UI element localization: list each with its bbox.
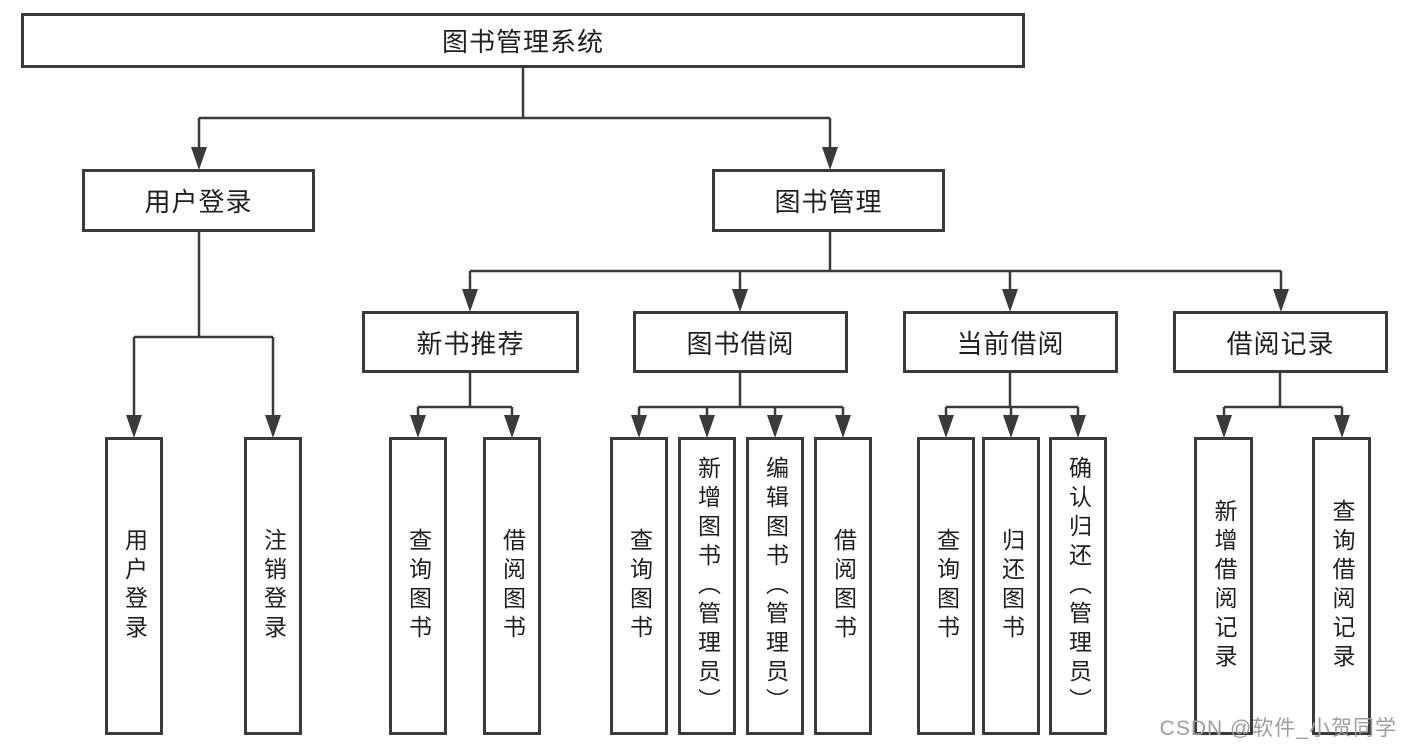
arrowheads xyxy=(126,147,1350,438)
leaf-return-books: 归还图书 xyxy=(982,437,1040,735)
leaf-label: 注销登录 xyxy=(260,528,287,644)
leaf-label: 用户登录 xyxy=(121,528,148,644)
leaf-label: 编辑图书（管理员） xyxy=(762,455,789,717)
leaf-confirm-return-admin: 确认归还（管理员） xyxy=(1049,437,1107,735)
node-book-borrowing: 图书借阅 xyxy=(633,311,848,373)
leaf-add-borrow-record: 新增借阅记录 xyxy=(1194,437,1253,735)
leaf-logout-login: 注销登录 xyxy=(244,437,302,735)
node-user-login: 用户登录 xyxy=(82,169,315,232)
leaf-label: 新增图书（管理员） xyxy=(694,455,721,717)
leaf-edit-books-admin: 编辑图书（管理员） xyxy=(746,437,804,735)
leaf-label: 查询图书 xyxy=(933,528,960,644)
leaf-label: 借阅图书 xyxy=(830,528,857,644)
node-current-borrowing: 当前借阅 xyxy=(903,311,1118,373)
leaf-label: 借阅图书 xyxy=(499,528,526,644)
leaf-query-borrow-record: 查询借阅记录 xyxy=(1312,437,1371,735)
leaf-add-books-admin: 新增图书（管理员） xyxy=(678,437,736,735)
leaf-label: 归还图书 xyxy=(998,528,1025,644)
leaf-borrow-books: 借阅图书 xyxy=(814,437,872,735)
node-borrowing-records: 借阅记录 xyxy=(1173,311,1388,373)
leaf-label: 查询图书 xyxy=(626,528,653,644)
node-library-management-system: 图书管理系统 xyxy=(21,13,1025,68)
leaf-label: 新增借阅记录 xyxy=(1211,499,1237,673)
leaf-query-books-current: 查询图书 xyxy=(917,437,975,735)
leaf-borrow-books-recommend: 借阅图书 xyxy=(483,437,541,735)
leaf-user-login: 用户登录 xyxy=(105,437,163,735)
leaf-query-books-borrowing: 查询图书 xyxy=(610,437,668,735)
csdn-watermark: CSDN @软件_小贺同学 xyxy=(1159,717,1397,740)
node-book-management: 图书管理 xyxy=(712,169,945,232)
leaf-label: 查询图书 xyxy=(405,528,432,644)
leaf-label: 查询借阅记录 xyxy=(1329,499,1355,673)
leaf-label: 确认归还（管理员） xyxy=(1065,455,1092,717)
leaf-query-books-recommend: 查询图书 xyxy=(389,437,447,735)
node-new-book-recommendation: 新书推荐 xyxy=(362,311,579,373)
